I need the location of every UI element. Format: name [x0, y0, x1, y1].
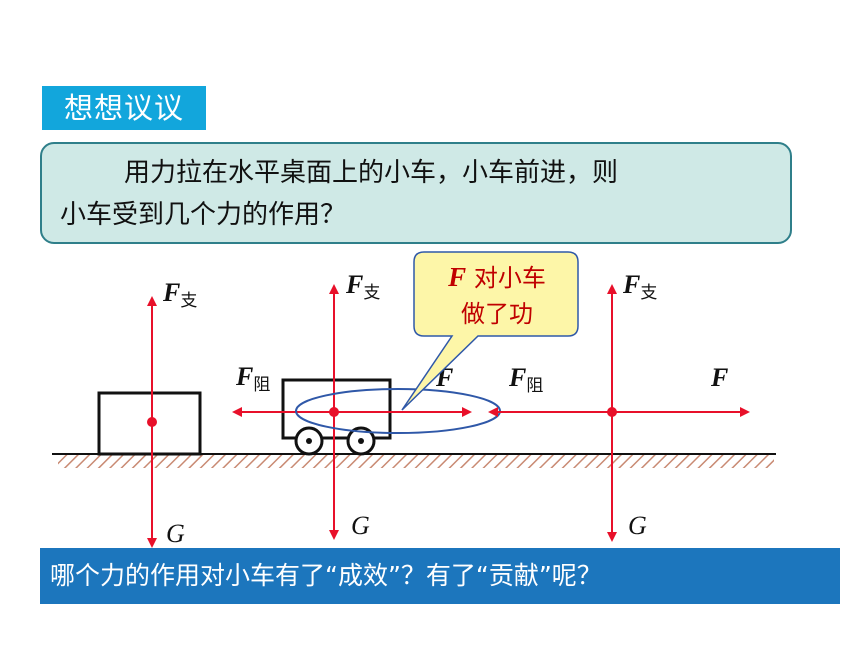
callout-bubble	[401, 251, 579, 411]
bottom-question-text: 哪个力的作用对小车有了“成效”？有了“贡献”呢？	[50, 561, 602, 590]
callout-line-2: 做了功	[461, 300, 533, 328]
ground-hatch	[58, 454, 774, 468]
support-force-label-2: F支	[345, 270, 380, 303]
center-point-1	[147, 417, 157, 427]
scene-free-body: F支 F阻 F G	[488, 270, 750, 542]
cart-wheel-right-axle	[358, 438, 364, 444]
support-force-label-3: F支	[622, 270, 657, 303]
callout: F 对小车 做了功	[401, 251, 579, 411]
question-line-2: 小车受到几个力的作用？	[60, 200, 347, 230]
pull-force-label-3: F	[710, 363, 728, 392]
section-title-badge: 想想议议	[42, 86, 206, 130]
question-line-1: 用力拉在水平桌面上的小车，小车前进，则	[124, 158, 619, 188]
friction-label-2: F阻	[235, 362, 270, 395]
question-box: 用力拉在水平桌面上的小车，小车前进，则 小车受到几个力的作用？	[40, 142, 792, 244]
center-point-2	[329, 407, 339, 417]
center-point-3	[607, 407, 617, 417]
cart-wheel-left-axle	[306, 438, 312, 444]
gravity-label-2: G	[351, 511, 370, 540]
bottom-question-bar: 哪个力的作用对小车有了“成效”？有了“贡献”呢？	[40, 548, 840, 604]
callout-line-1: F 对小车	[447, 262, 546, 292]
support-force-label-1: F支	[162, 278, 197, 311]
ground	[52, 453, 776, 468]
gravity-label-3: G	[628, 511, 647, 540]
section-title: 想想议议	[63, 91, 184, 125]
scene-cart: F支 F阻 F G	[232, 270, 501, 540]
scene-block: F支 G	[97, 278, 202, 548]
friction-label-3: F阻	[508, 363, 543, 396]
gravity-label-1: G	[166, 519, 185, 548]
